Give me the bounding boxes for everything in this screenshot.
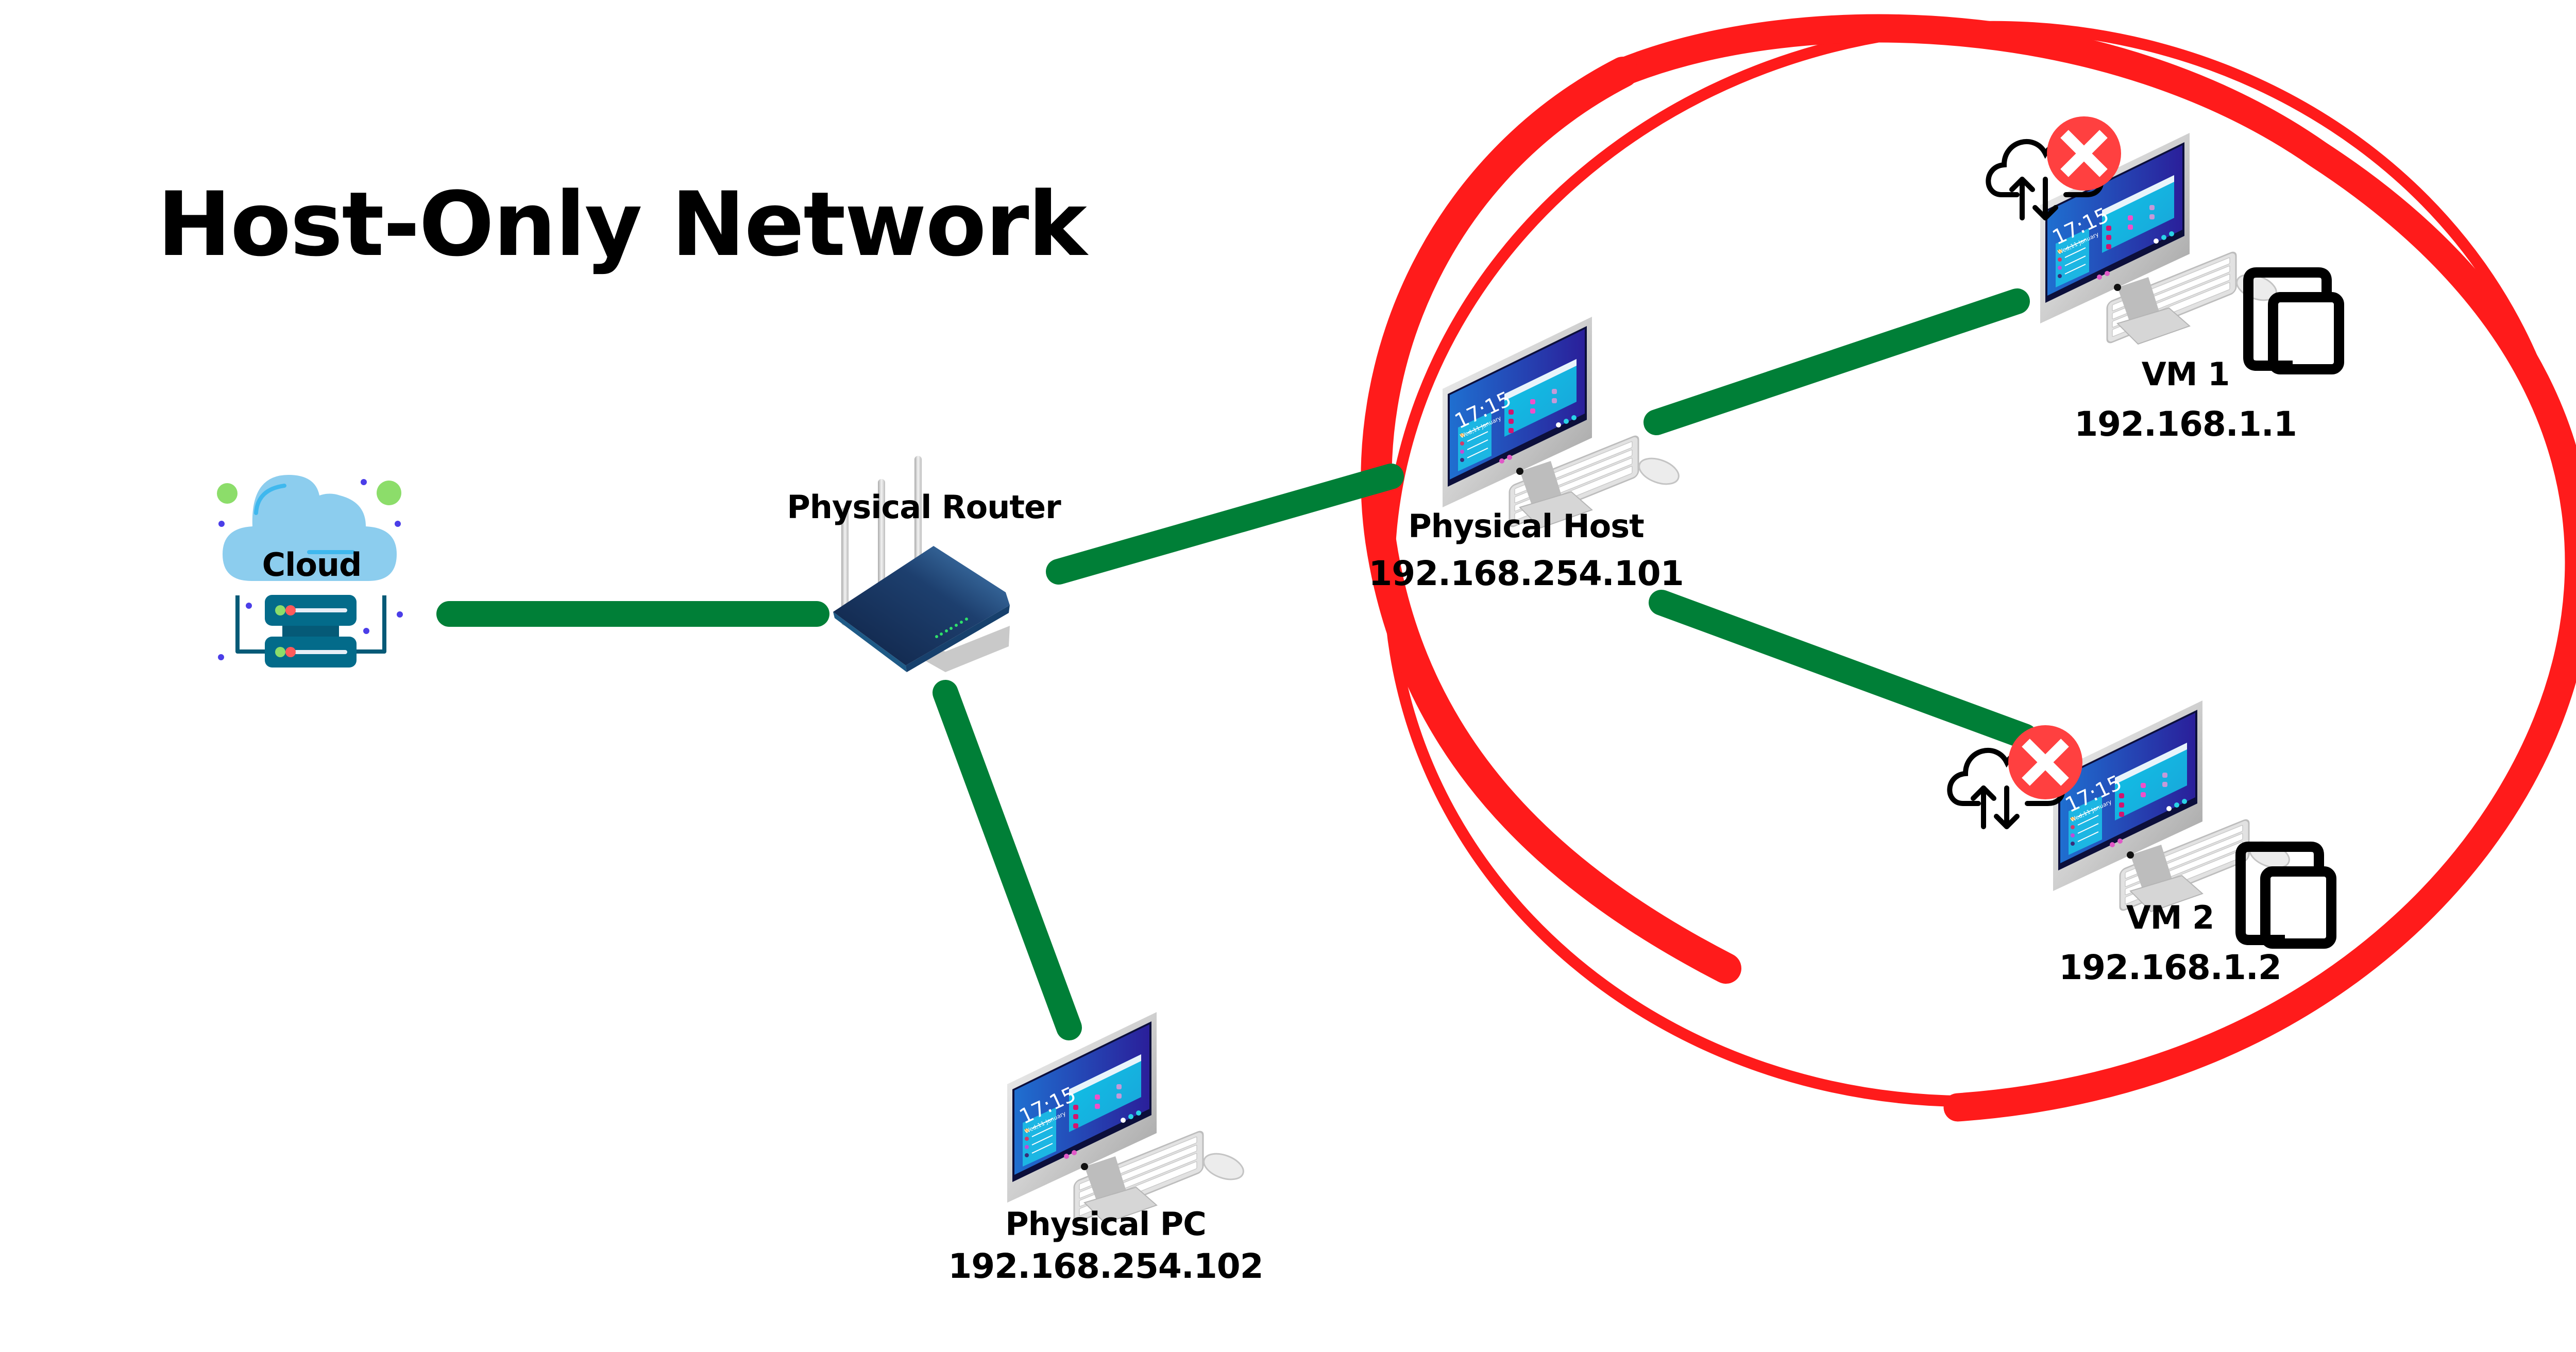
link-host-vm1 (1643, 288, 2030, 435)
vm1-ip: 192.168.1.1 (2074, 404, 2297, 444)
link-router-pc (933, 680, 1082, 1040)
vm2-ip: 192.168.1.2 (2059, 948, 2282, 987)
vm2-label: VM 2 (2126, 899, 2214, 936)
router-icon[interactable] (833, 456, 1010, 672)
vm1-computer[interactable] (1988, 116, 2339, 369)
cloud-label: Cloud (262, 546, 362, 584)
link-router-host (1046, 464, 1404, 585)
router-label: Physical Router (787, 488, 1061, 526)
vm1-label: VM 1 (2141, 355, 2230, 393)
diagram-title: Host-Only Network (157, 173, 1087, 276)
physical-pc-ip: 192.168.254.102 (948, 1246, 1263, 1286)
network-links (436, 288, 2038, 1040)
link-host-vm2 (1649, 590, 2038, 749)
physical-pc-label: Physical PC (1005, 1205, 1207, 1243)
cloud-server-icon[interactable] (217, 475, 403, 668)
physical-host-ip: 192.168.254.101 (1368, 554, 1684, 593)
physical-host-label: Physical Host (1408, 507, 1645, 545)
host-only-boundary-ring (1361, 14, 2576, 1122)
